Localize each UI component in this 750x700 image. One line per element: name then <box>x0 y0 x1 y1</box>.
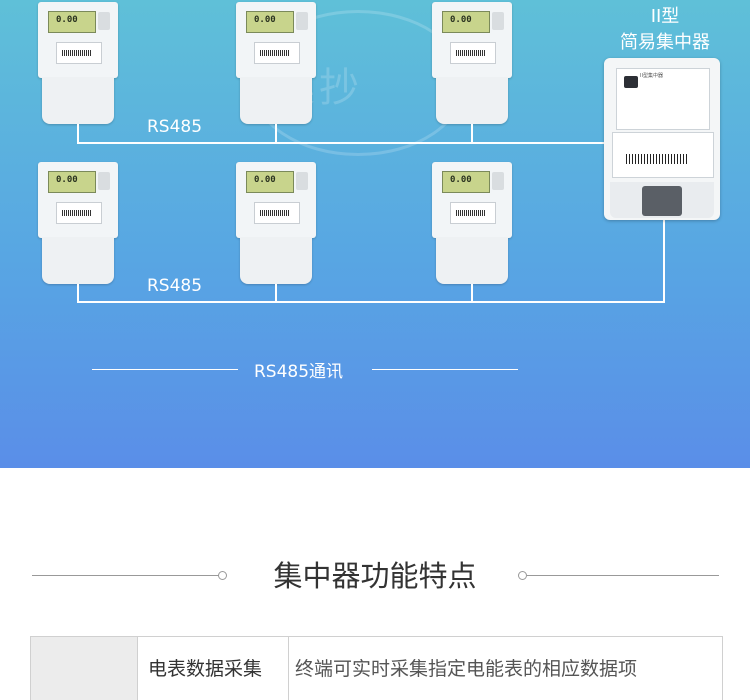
rs485-bus-top <box>77 142 604 144</box>
wire <box>275 124 277 144</box>
energy-meter: 0.00 <box>432 2 512 124</box>
title-dot-right <box>518 571 527 580</box>
rs485-comm-label: RS485通讯 <box>254 362 344 382</box>
energy-meter: 0.00 <box>432 162 512 284</box>
title-divider-right <box>527 575 719 576</box>
wire <box>663 220 665 303</box>
table-row-marker <box>31 637 138 700</box>
energy-meter: 0.00 <box>38 2 118 124</box>
comm-divider-left <box>92 369 238 370</box>
comm-divider-right <box>372 369 518 370</box>
rs485-label-top: RS485 <box>147 117 203 137</box>
rs485-label-bottom: RS485 <box>147 276 203 296</box>
concentrator-title-line1: II型 <box>650 6 680 27</box>
rs485-bus-bottom <box>77 301 665 303</box>
wire <box>275 284 277 302</box>
wire <box>471 124 473 144</box>
title-dot-left <box>218 571 227 580</box>
concentrator-device: II型集中器 <box>604 58 720 220</box>
wire <box>77 124 79 144</box>
feature-description-cell: 终端可实时采集指定电能表的相应数据项 <box>295 658 638 680</box>
hero-diagram: 集抄 0.00 0.00 0.00 0.00 0.00 0.00 RS485 R… <box>0 0 750 468</box>
energy-meter: 0.00 <box>236 162 316 284</box>
wire <box>77 284 79 302</box>
energy-meter: 0.00 <box>236 2 316 124</box>
concentrator-title-line2: 简易集中器 <box>620 32 710 53</box>
feature-name-cell: 电表数据采集 <box>138 637 289 700</box>
section-title: 集中器功能特点 <box>273 559 477 593</box>
feature-table: 电表数据采集 终端可实时采集指定电能表的相应数据项 <box>30 636 723 700</box>
title-divider-left <box>32 575 222 576</box>
wire <box>471 284 473 302</box>
energy-meter: 0.00 <box>38 162 118 284</box>
